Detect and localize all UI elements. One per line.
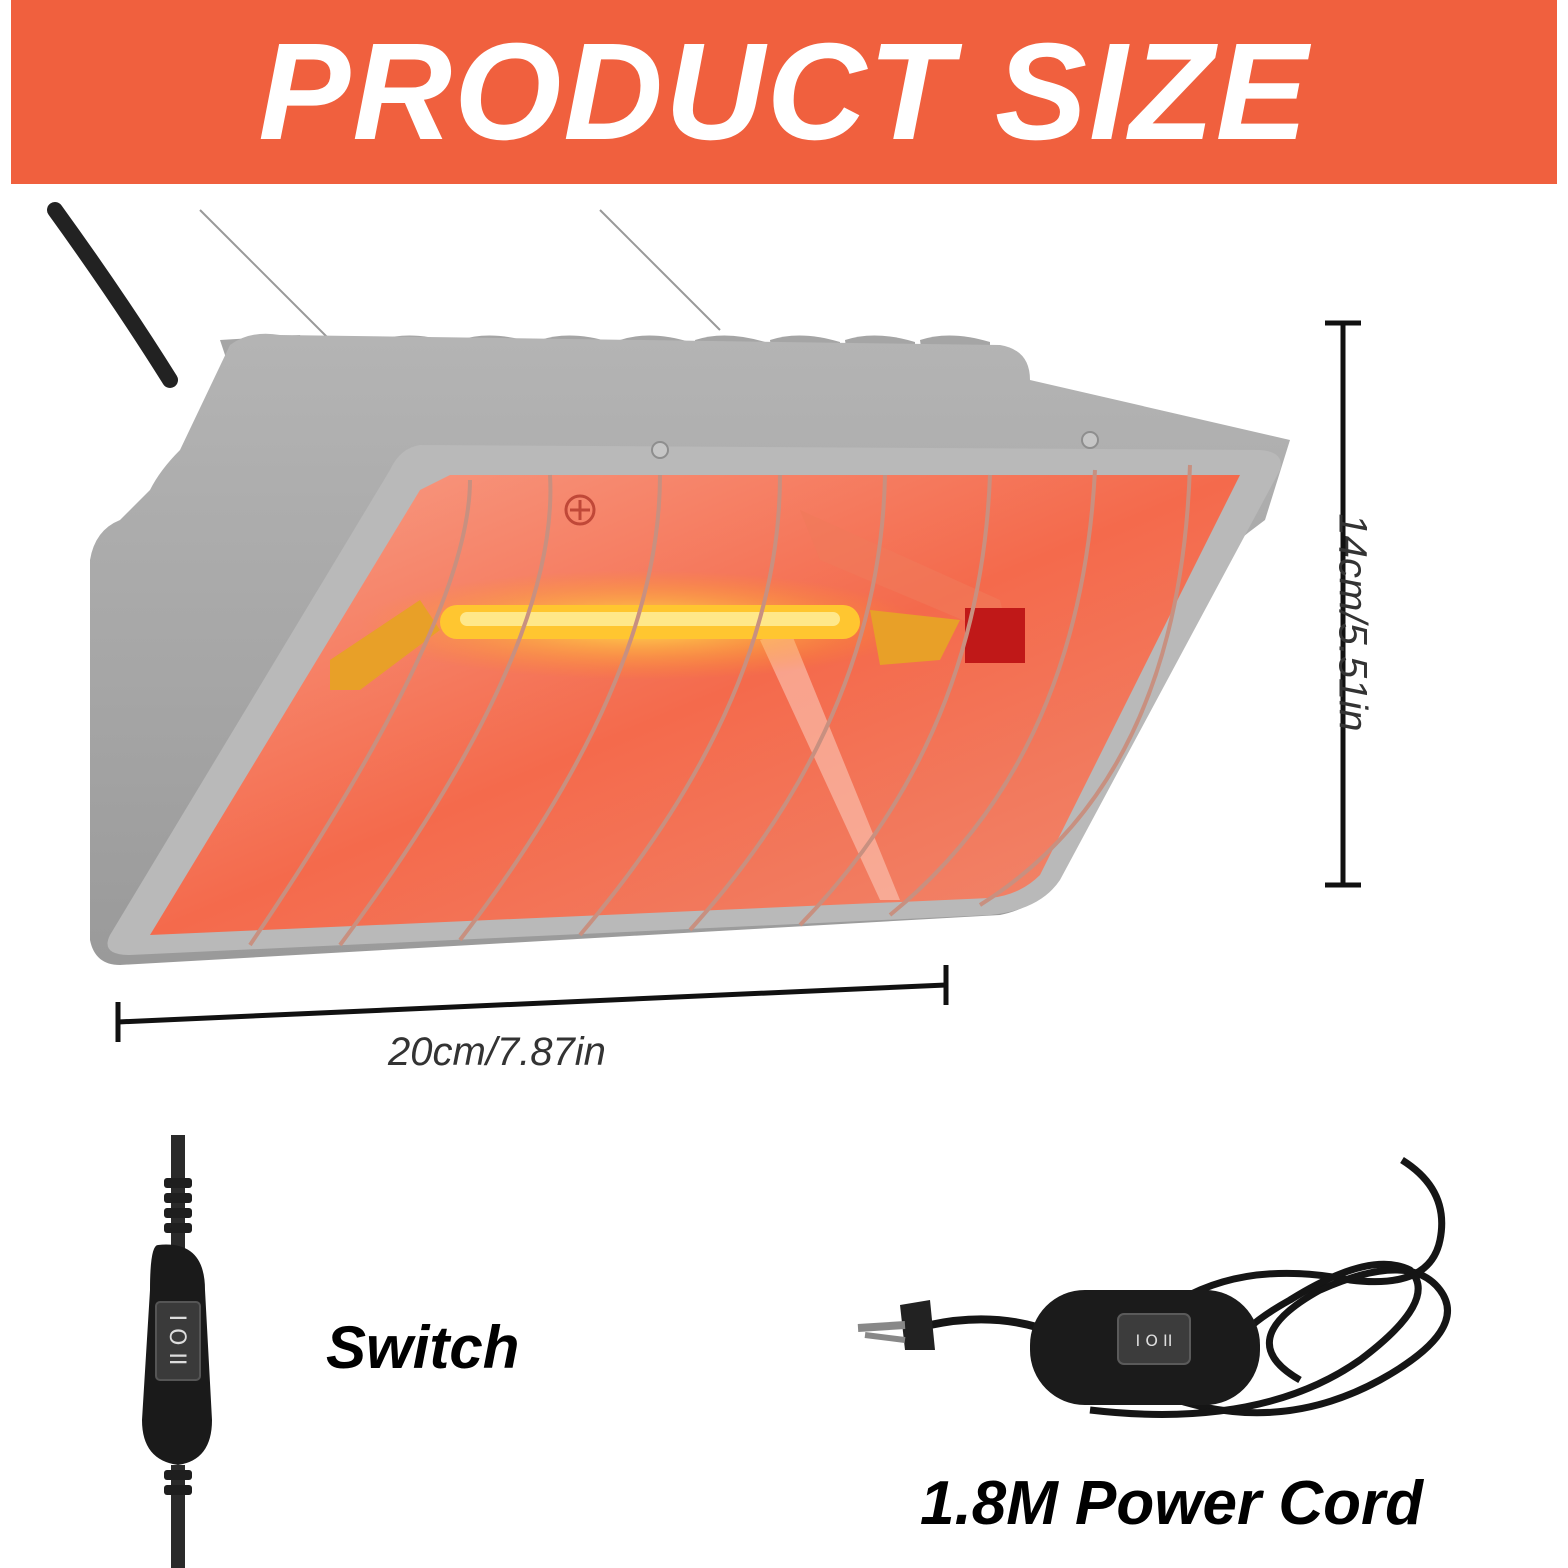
heater-cable xyxy=(47,202,178,388)
switch-caption: Switch xyxy=(326,1314,520,1381)
heater-grill xyxy=(248,464,1192,947)
power-cord-plug-icon: I O II xyxy=(857,1157,1451,1418)
height-dimension-label: 14cm/5.51in xyxy=(1330,513,1375,732)
dimension-line-horizontal xyxy=(115,965,949,1042)
svg-text:I O II: I O II xyxy=(1136,1331,1173,1350)
svg-text:I O II: I O II xyxy=(164,1315,189,1366)
heater-illustration xyxy=(47,202,1290,965)
power-cord-caption: 1.8M Power Cord xyxy=(920,1469,1423,1538)
width-dimension-label: 20cm/7.87in xyxy=(388,1030,606,1074)
dimension-line-vertical xyxy=(1325,320,1361,888)
inline-switch-icon: I O II xyxy=(142,1135,212,1568)
banner-title: PRODUCT SIZE xyxy=(258,15,1310,169)
header-banner: PRODUCT SIZE xyxy=(11,0,1557,184)
